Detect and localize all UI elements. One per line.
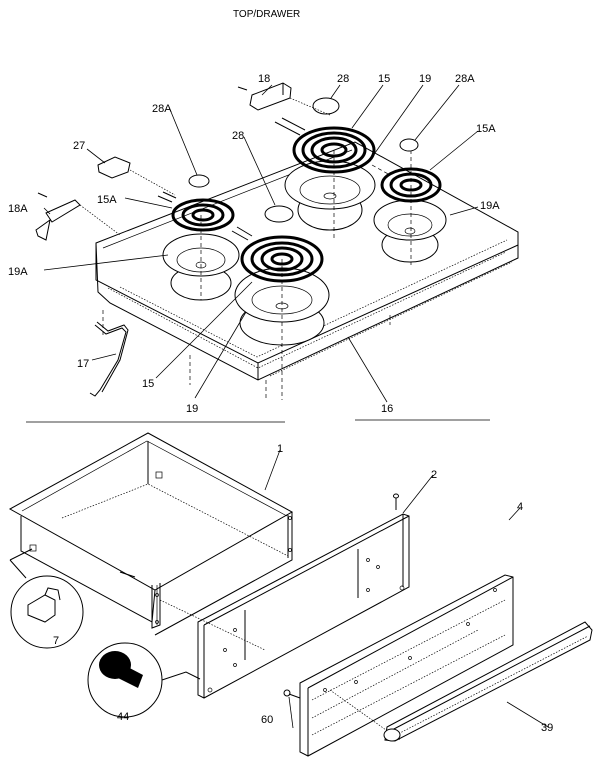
label-15-front[interactable]: 15 bbox=[142, 378, 154, 390]
label-7[interactable]: 7 bbox=[53, 635, 59, 647]
label-16[interactable]: 16 bbox=[381, 403, 393, 415]
detail-circle-clip-7 bbox=[9, 548, 84, 649]
label-60[interactable]: 60 bbox=[261, 714, 273, 726]
label-15-top[interactable]: 15 bbox=[378, 73, 390, 85]
diagram-title: TOP/DRAWER bbox=[233, 9, 300, 20]
drawer-assembly bbox=[8, 432, 593, 757]
receptacle-27 bbox=[97, 156, 176, 196]
part-labels: 18 28 15 19 28A 15A 19A 28A 28 27 18A 15… bbox=[8, 73, 553, 734]
label-19-top[interactable]: 19 bbox=[419, 73, 431, 85]
label-15A-left[interactable]: 15A bbox=[97, 194, 117, 206]
plug-button-28-mid bbox=[264, 205, 294, 223]
label-19A-right[interactable]: 19A bbox=[480, 200, 500, 212]
detail-circle-screw-44 bbox=[87, 642, 201, 718]
label-18A[interactable]: 18A bbox=[8, 203, 28, 215]
label-28-top[interactable]: 28 bbox=[337, 73, 349, 85]
label-18[interactable]: 18 bbox=[258, 73, 270, 85]
plug-button-28A-right bbox=[399, 138, 419, 152]
label-1[interactable]: 1 bbox=[277, 443, 283, 455]
plug-button-28A-left bbox=[188, 174, 210, 188]
cooktop-leaders bbox=[43, 84, 479, 403]
label-28A-left[interactable]: 28A bbox=[152, 103, 172, 115]
bracket-18A bbox=[35, 192, 121, 241]
screw-60 bbox=[283, 689, 301, 699]
drawer-body bbox=[8, 432, 294, 636]
label-19A-left[interactable]: 19A bbox=[8, 266, 28, 278]
drawer-leaders bbox=[264, 449, 549, 729]
drawer-front-panel bbox=[159, 493, 410, 699]
label-19-front[interactable]: 19 bbox=[186, 403, 198, 415]
label-44[interactable]: 44 bbox=[117, 711, 129, 723]
label-2[interactable]: 2 bbox=[431, 469, 437, 481]
label-39[interactable]: 39 bbox=[541, 722, 553, 734]
handle-39 bbox=[383, 621, 593, 742]
label-27[interactable]: 27 bbox=[73, 140, 85, 152]
left-small-coil bbox=[171, 198, 235, 232]
label-17[interactable]: 17 bbox=[77, 358, 89, 370]
cooktop-assembly bbox=[35, 82, 519, 400]
drawer-front bbox=[299, 574, 514, 757]
right-small-burner bbox=[371, 150, 447, 265]
support-rod-17 bbox=[89, 321, 129, 397]
label-28-mid[interactable]: 28 bbox=[232, 130, 244, 142]
left-small-burner bbox=[157, 191, 240, 301]
bracket-18 bbox=[237, 82, 331, 116]
label-28A-right[interactable]: 28A bbox=[455, 73, 475, 85]
front-large-burner bbox=[231, 226, 330, 400]
rear-large-burner bbox=[274, 117, 376, 240]
plug-button-28-top bbox=[312, 97, 340, 115]
label-15A-right[interactable]: 15A bbox=[476, 123, 496, 135]
label-4[interactable]: 4 bbox=[517, 501, 523, 513]
